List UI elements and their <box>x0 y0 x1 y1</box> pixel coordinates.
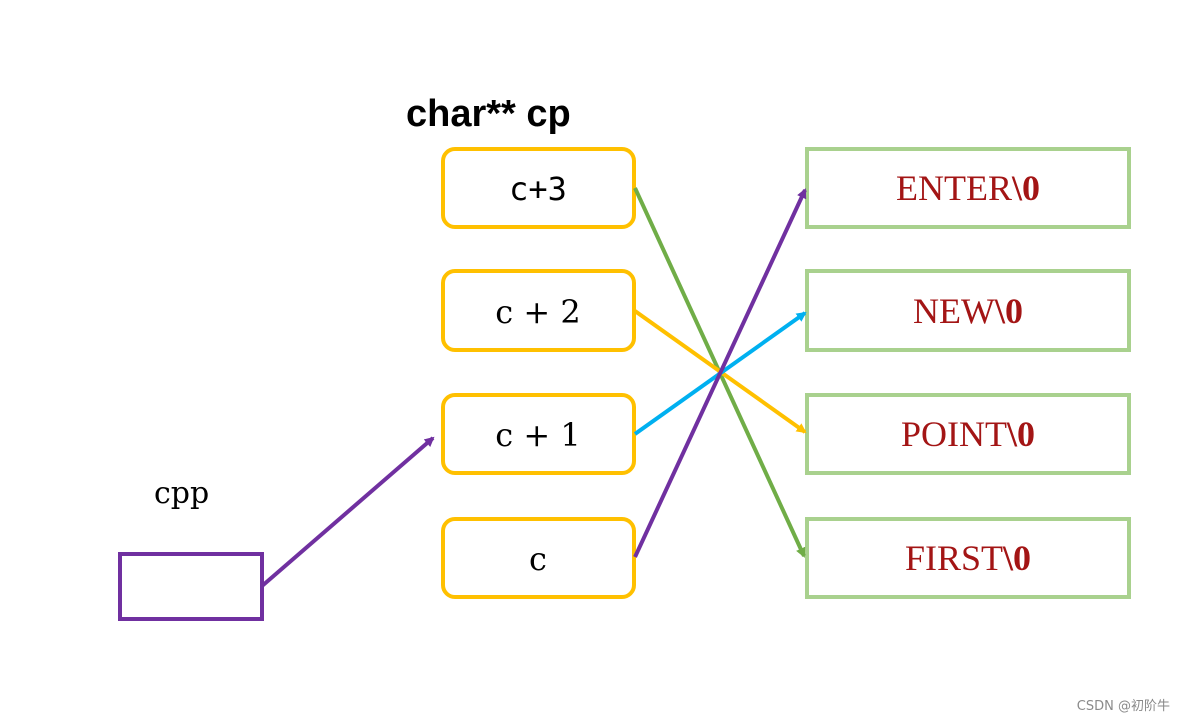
string-box-enter <box>805 147 1131 229</box>
cp-cell-c-box <box>441 517 636 599</box>
string-point: POINT\0 <box>901 414 1035 454</box>
cpp-box <box>118 552 264 621</box>
diagram-title: char** cp <box>406 93 571 135</box>
string-enter-text: ENTER <box>896 168 1012 208</box>
watermark: CSDN @初阶牛 <box>1077 699 1170 714</box>
string-box-first <box>805 517 1131 599</box>
string-box-point <box>805 393 1131 475</box>
string-enter: ENTER\0 <box>896 168 1040 208</box>
string-first-terminator: \0 <box>1002 538 1031 578</box>
cp-cell-c3-label: c+3 <box>509 170 567 208</box>
arrow-cpp-to-c1 <box>260 436 435 588</box>
string-point-terminator: \0 <box>1006 414 1035 454</box>
string-new-terminator: \0 <box>994 291 1023 331</box>
cpp-label: cpp <box>154 476 209 511</box>
cp-cell-c-label: c <box>529 540 547 578</box>
string-point-text: POINT <box>901 414 1007 454</box>
cp-cell-c2-box <box>441 269 636 352</box>
cp-cell-c2-label: c + 2 <box>495 293 580 331</box>
cp-cell-c1-box <box>441 393 636 475</box>
string-first: FIRST\0 <box>905 538 1031 578</box>
string-enter-terminator: \0 <box>1011 168 1040 208</box>
cp-cell-c1-label: c + 1 <box>495 416 580 454</box>
string-box-new <box>805 269 1131 352</box>
string-new-text: NEW <box>913 291 995 331</box>
string-first-text: FIRST <box>905 538 1003 578</box>
string-new: NEW\0 <box>913 291 1023 331</box>
cp-cell-c3-box <box>441 147 636 229</box>
arrow-c-to-enter <box>633 188 807 558</box>
